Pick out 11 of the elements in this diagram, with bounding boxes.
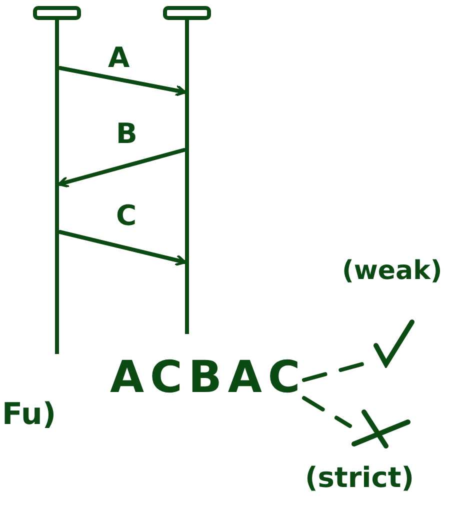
annotation-text: (strict) <box>305 464 414 492</box>
connector-line <box>302 396 352 428</box>
cross-mark-icon <box>350 408 412 450</box>
sequence-text: ACBAC <box>110 352 304 404</box>
annotation-text: (weak) <box>342 258 442 284</box>
message-arrow <box>58 148 186 188</box>
lifeline <box>30 6 84 356</box>
message-arrow <box>58 66 186 97</box>
lifeline <box>160 6 214 336</box>
note-text: Fu) <box>2 400 56 430</box>
message-arrow <box>58 230 186 266</box>
